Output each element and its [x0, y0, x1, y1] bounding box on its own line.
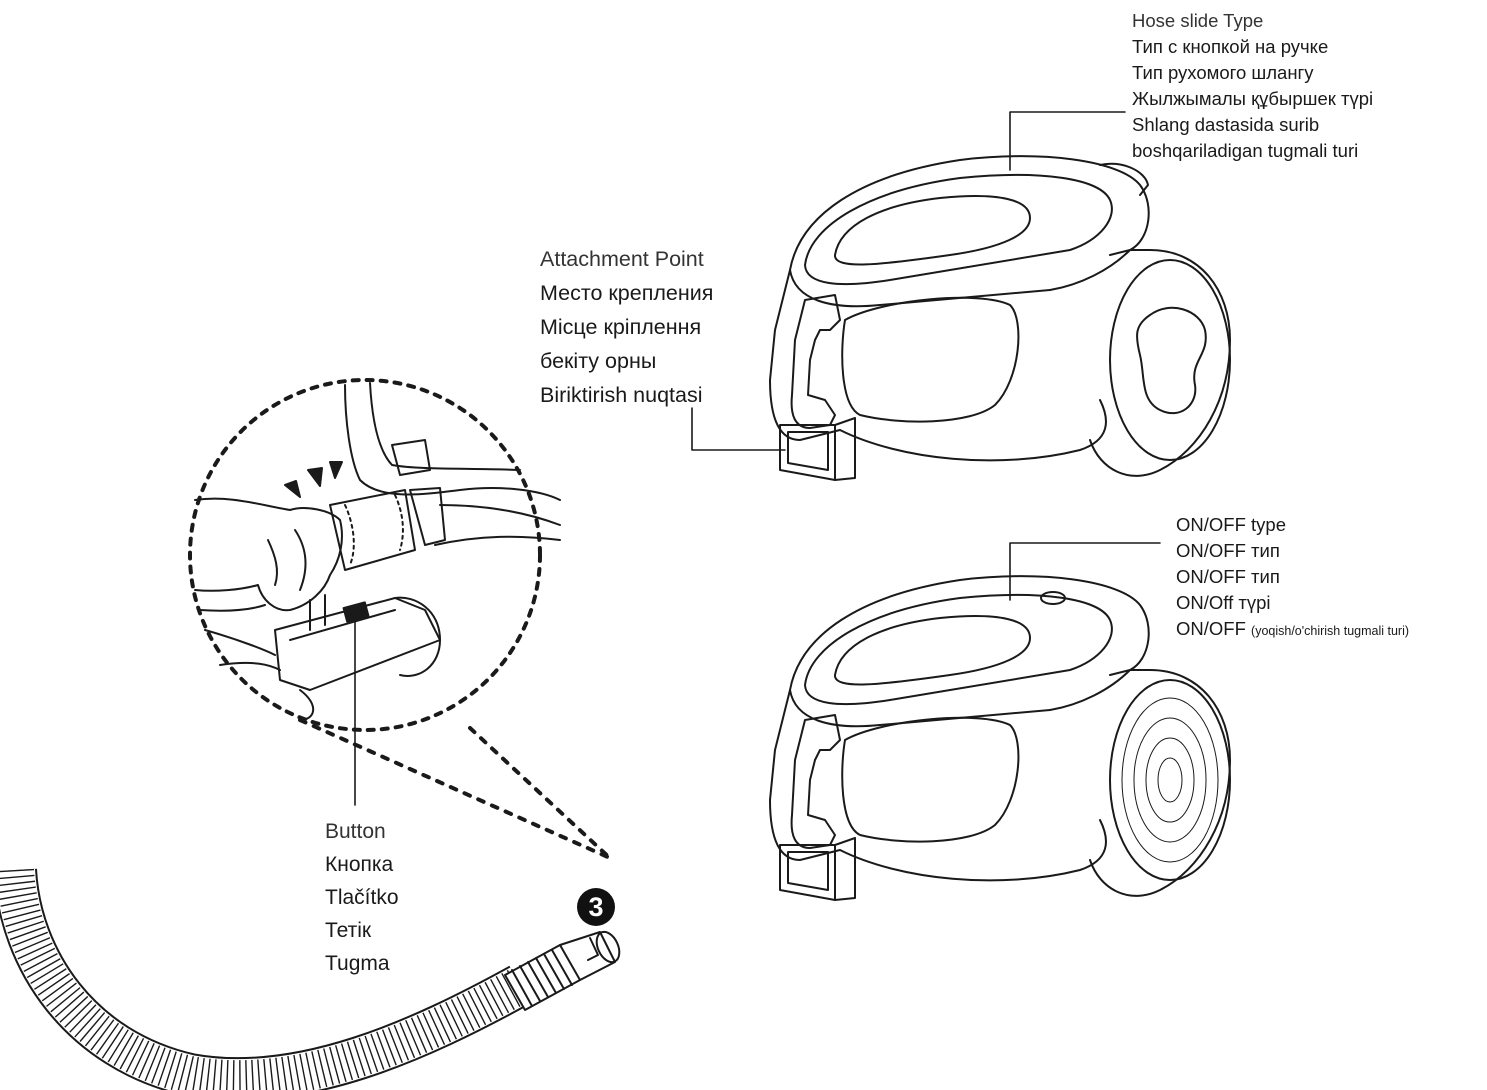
- button-label: Button Кнопка Tlačítko Тетік Tugma: [325, 815, 399, 980]
- button-line-cs: Tlačítko: [325, 886, 399, 909]
- hose-handle-detail: [204, 594, 441, 721]
- button-line-uz: Tugma: [325, 952, 390, 975]
- on-off-line-kk: ON/Off түрі: [1176, 592, 1271, 613]
- leader-hose-slide: [1009, 111, 1126, 171]
- on-off-line-uk: ON/OFF тип: [1176, 566, 1280, 587]
- hose-icon: [0, 868, 621, 1090]
- attachment-line-kk: бекіту орны: [540, 349, 657, 373]
- attachment-line-ru: Место крепления: [540, 281, 714, 305]
- on-off-line-uz: ON/OFF (yoqish/o'chirish tugmali turi): [1176, 616, 1409, 644]
- hose-slide-line-uz-1: Shlang dastasida surib: [1132, 114, 1320, 135]
- button-line-ru: Кнопка: [325, 853, 394, 876]
- attachment-line-uz: Biriktirish nuqtasi: [540, 383, 703, 407]
- button-line-kk: Тетік: [325, 919, 372, 942]
- on-off-line-en: ON/OFF type: [1176, 514, 1286, 535]
- attachment-line-uk: Місце кріплення: [540, 315, 702, 339]
- on-off-line-ru: ON/OFF тип: [1176, 540, 1280, 561]
- leader-on-off: [1009, 542, 1161, 601]
- on-off-type-label: ON/OFF type ON/OFF тип ON/OFF тип ON/Off…: [1176, 512, 1409, 644]
- hose-slide-line-uk: Тип рухомого шлангу: [1132, 62, 1314, 83]
- on-off-line-uz-main: ON/OFF: [1176, 618, 1246, 639]
- attachment-point-label: Attachment Point Место крепления Місце к…: [540, 242, 713, 412]
- hose-slide-line-ru: Тип с кнопкой на ручке: [1132, 36, 1329, 57]
- leader-lines: [354, 111, 1161, 806]
- attachment-line-en: Attachment Point: [540, 247, 704, 271]
- hose-slide-line-kk: Жылжымалы құбыршек түрі: [1132, 88, 1374, 109]
- on-off-line-uz-suffix: (yoqish/o'chirish tugmali turi): [1251, 624, 1410, 638]
- vacuum-cleaner-hose-slide-icon: [769, 155, 1231, 481]
- leader-attachment-point: [691, 407, 786, 451]
- hose-slide-line-uz-2: boshqariladigan tugmali turi: [1132, 140, 1359, 161]
- vacuum-cleaner-on-off-icon: [769, 575, 1231, 901]
- zoom-detail: [284, 382, 561, 571]
- hose-slide-type-label: Hose slide Type Тип с кнопкой на ручке Т…: [1132, 8, 1373, 164]
- step-number-badge: 3: [577, 888, 615, 926]
- dotted-zoom-circle-icon: [188, 378, 614, 862]
- button-line-en: Button: [325, 820, 386, 843]
- hand-icon: [194, 497, 343, 612]
- hose-slide-line-en: Hose slide Type: [1132, 10, 1264, 31]
